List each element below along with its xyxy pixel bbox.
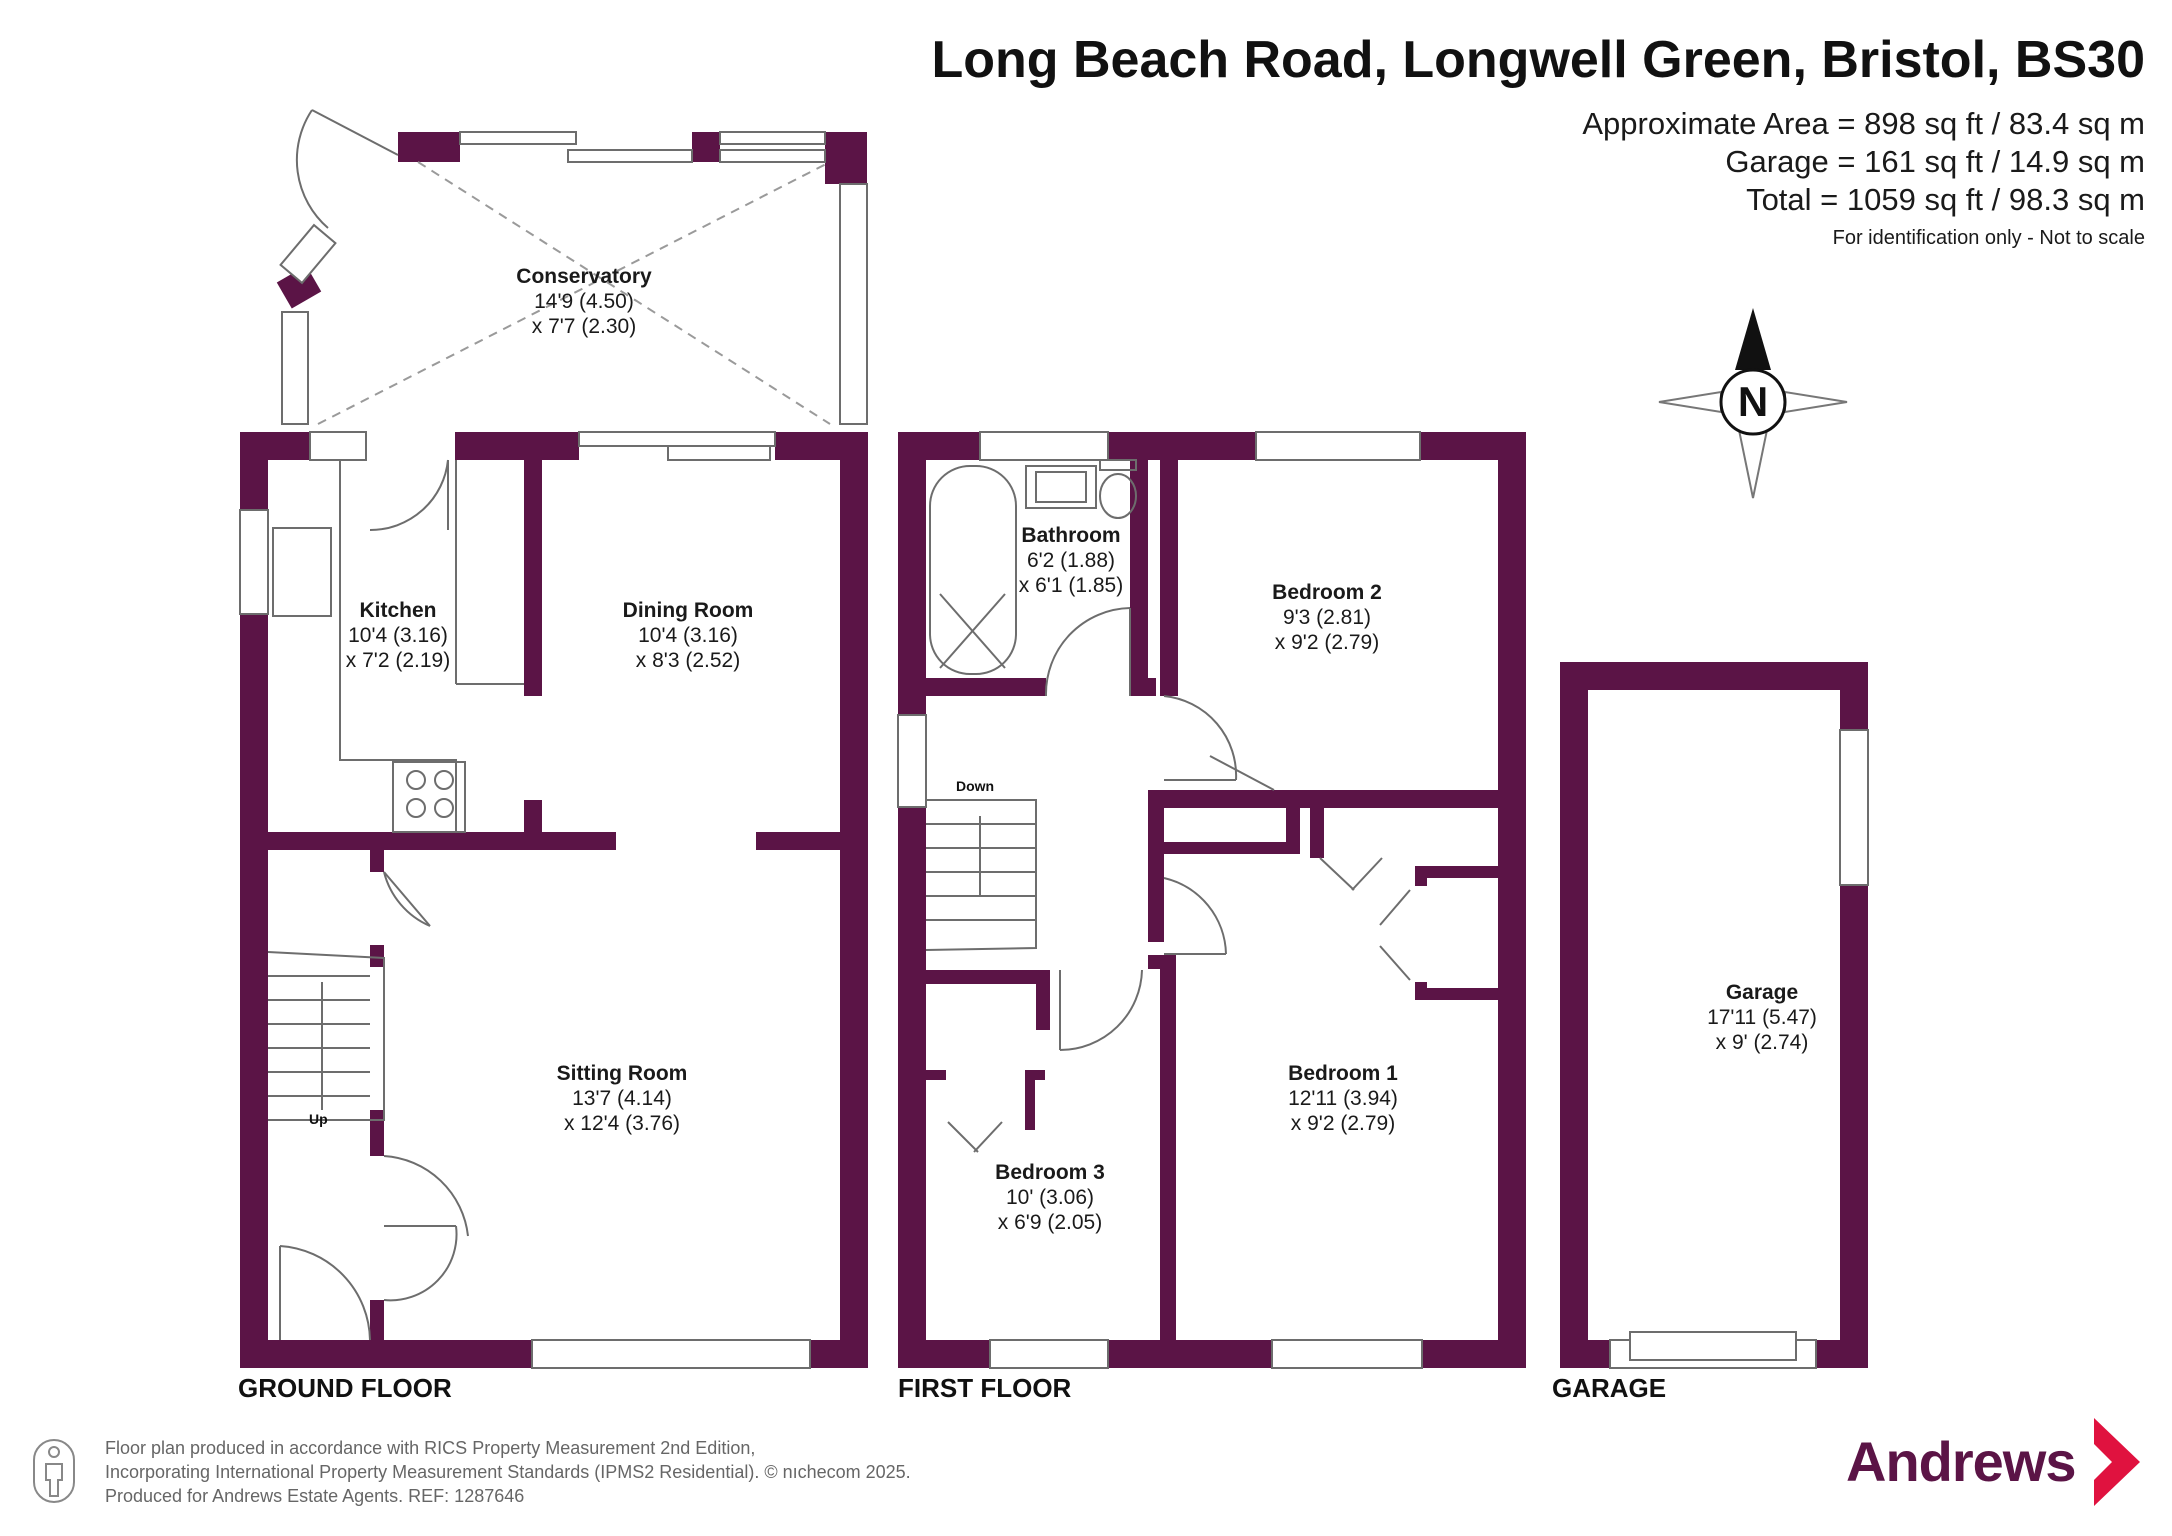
footer-notes: Floor plan produced in accordance with R… xyxy=(105,1436,911,1508)
room-bedroom-3: Bedroom 3 10' (3.06) x 6'9 (2.05) xyxy=(995,1160,1105,1235)
room-name: Garage xyxy=(1725,981,1799,1004)
footer-line: Floor plan produced in accordance with R… xyxy=(105,1438,756,1458)
footer-line: Incorporating International Property Mea… xyxy=(105,1462,911,1482)
room-dimension: x 9'2 (2.79) xyxy=(1290,1112,1396,1135)
room-bedroom-1: Bedroom 1 12'11 (3.94) x 9'2 (2.79) xyxy=(1288,1061,1398,1136)
brand-chevron-icon xyxy=(2094,1418,2140,1506)
room-dimension: 10'4 (3.16) xyxy=(638,624,738,647)
compass-icon: N xyxy=(1658,308,1848,499)
room-dimension: 17'11 (5.47) xyxy=(1707,1006,1817,1029)
approximate-area: Approximate Area = 898 sq ft / 83.4 sq m xyxy=(1582,106,2145,141)
stairs-down-label: Down xyxy=(956,778,995,794)
room-name: Dining Room xyxy=(622,599,754,622)
room-dimension: 12'11 (3.94) xyxy=(1288,1087,1398,1110)
compass-north-label: N xyxy=(1738,378,1768,425)
room-dimension: 10' (3.06) xyxy=(1005,1186,1095,1209)
first-floor-label: FIRST FLOOR xyxy=(898,1373,1072,1403)
room-dimension: x 9' (2.74) xyxy=(1715,1031,1809,1054)
stairs-up-label: Up xyxy=(309,1111,328,1127)
room-dimension: x 8'3 (2.52) xyxy=(635,649,741,672)
room-dining-room: Dining Room 10'4 (3.16) x 8'3 (2.52) xyxy=(623,598,754,673)
garage-floor-label: GARAGE xyxy=(1552,1373,1667,1403)
room-dimension: 9'3 (2.81) xyxy=(1282,606,1372,629)
room-dimension: x 9'2 (2.79) xyxy=(1274,631,1380,654)
room-name: Bedroom 1 xyxy=(1288,1062,1398,1085)
property-address-title: Long Beach Road, Longwell Green, Bristol… xyxy=(931,31,2145,89)
ground-floor-label: GROUND FLOOR xyxy=(238,1373,452,1403)
room-sitting-room: Sitting Room 13'7 (4.14) x 12'4 (3.76) xyxy=(557,1061,688,1136)
room-kitchen: Kitchen 10'4 (3.16) x 7'2 (2.19) xyxy=(346,598,450,673)
room-dimension: 14'9 (4.50) xyxy=(534,290,634,313)
brand-logo-text: Andrews xyxy=(1846,1430,2076,1493)
room-dimension: x 12'4 (3.76) xyxy=(563,1112,681,1135)
room-dimension: x 6'9 (2.05) xyxy=(997,1211,1103,1234)
room-dimension: 13'7 (4.14) xyxy=(572,1087,672,1110)
room-dimension: x 7'7 (2.30) xyxy=(531,315,637,338)
room-name: Conservatory xyxy=(516,265,652,288)
room-name: Sitting Room xyxy=(556,1062,688,1085)
room-name: Bedroom 2 xyxy=(1272,581,1382,604)
room-bathroom: Bathroom 6'2 (1.88) x 6'1 (1.85) xyxy=(1019,523,1123,598)
room-bedroom-2: Bedroom 2 9'3 (2.81) x 9'2 (2.79) xyxy=(1272,580,1382,655)
room-dimension: x 6'1 (1.85) xyxy=(1018,574,1124,597)
footer-line: Produced for Andrews Estate Agents. REF:… xyxy=(105,1486,525,1506)
person-scale-icon xyxy=(33,1439,75,1503)
room-dimension: 6'2 (1.88) xyxy=(1026,549,1116,572)
room-dimension: 10'4 (3.16) xyxy=(348,624,448,647)
room-dimension: x 7'2 (2.19) xyxy=(345,649,451,672)
room-name: Bathroom xyxy=(1021,524,1121,547)
total-area: Total = 1059 sq ft / 98.3 sq m xyxy=(1746,182,2145,217)
room-garage: Garage 17'11 (5.47) x 9' (2.74) xyxy=(1707,980,1817,1055)
identification-note: For identification only - Not to scale xyxy=(1832,227,2145,249)
garage-area: Garage = 161 sq ft / 14.9 sq m xyxy=(1725,144,2145,179)
room-name: Kitchen xyxy=(359,599,437,622)
room-conservatory: Conservatory 14'9 (4.50) x 7'7 (2.30) xyxy=(516,264,651,339)
room-name: Bedroom 3 xyxy=(995,1161,1105,1184)
